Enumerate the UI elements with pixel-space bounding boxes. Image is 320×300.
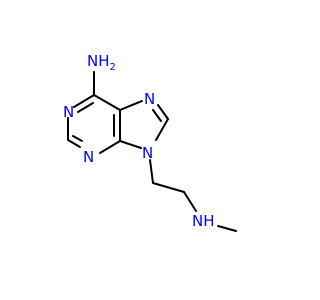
bond-c6-n1 <box>73 94 95 108</box>
bond-c6-n1-inner <box>77 102 94 113</box>
bond-n9-ch2 <box>149 159 154 184</box>
n9-label: N <box>142 144 153 162</box>
bond-ch2-ch2 <box>152 182 185 193</box>
molecule-diagram: NH2 N N N N NH <box>63 52 237 232</box>
n1-label: N <box>63 103 74 121</box>
atom-labels: NH2 N N N N NH <box>63 52 215 230</box>
bond-n7-c8-inner <box>152 109 162 122</box>
structure-svg: NH2 N N N N NH <box>63 52 237 232</box>
side-nh-label: NH <box>192 212 215 230</box>
bond-n9-c4 <box>119 140 142 149</box>
bond-ch2-nh <box>183 191 197 212</box>
bond-c5-n7 <box>119 100 143 111</box>
bond-c8-n9 <box>155 118 169 141</box>
n7-label: N <box>144 90 155 108</box>
n3-label: N <box>83 148 94 166</box>
bond-n3-c4 <box>99 140 121 154</box>
bond-c2-n3-inner <box>72 135 83 142</box>
bond-nh-ch3 <box>217 225 237 232</box>
amine-label: NH2 <box>87 52 116 73</box>
bond-c2-n3 <box>67 139 81 148</box>
bonds <box>67 71 237 232</box>
bond-c6-c5 <box>93 94 121 111</box>
bond-n7-c8 <box>157 104 169 120</box>
